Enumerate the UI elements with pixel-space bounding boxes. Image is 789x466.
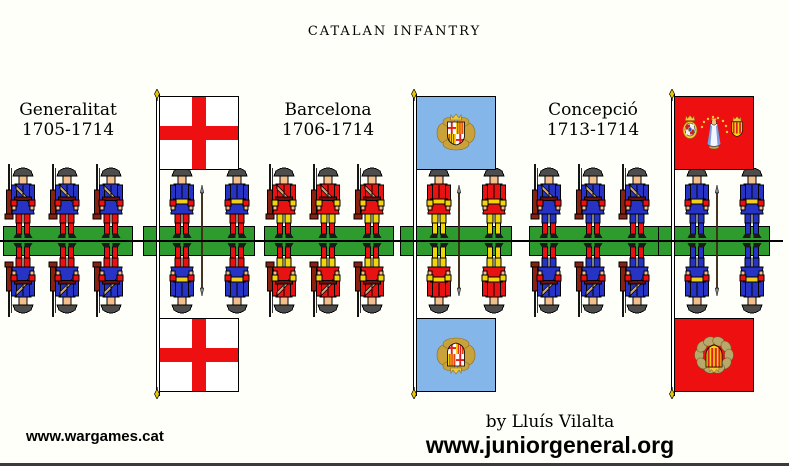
- soldier-row-mirrored: [262, 241, 394, 317]
- bearer-row-mirrored: [405, 239, 517, 317]
- finial-top-icon: [667, 86, 677, 101]
- bearer-row-mirrored: [148, 239, 260, 317]
- flag-unit-barcelona: [393, 86, 525, 402]
- fold-line: [0, 240, 143, 242]
- rank-unit-generalitat: [0, 164, 143, 318]
- rank-soldier: [352, 164, 392, 240]
- juniorgeneral-url: www.juniorgeneral.org: [425, 432, 675, 458]
- rank-soldier: [3, 241, 43, 317]
- finial-bottom-icon: [152, 387, 162, 402]
- rank-soldier: [573, 164, 613, 240]
- flag-bearer: [474, 164, 514, 240]
- bottom-edge-bar: [0, 463, 789, 466]
- flag-unit-generalitat: [136, 86, 268, 402]
- group-label-concepcio: Concepció 1713-1714: [517, 100, 669, 140]
- finial-bottom-icon: [409, 387, 419, 402]
- half-pike-icon: [198, 239, 206, 297]
- flag-bearer: [677, 241, 717, 317]
- finial-bottom-icon: [667, 387, 677, 402]
- bearer-row-front: [663, 164, 775, 242]
- bearer-row-front: [148, 164, 260, 242]
- flag-bearer: [217, 164, 257, 240]
- flag-back: [159, 318, 239, 392]
- group-name: Barcelona: [284, 100, 372, 120]
- group-name: Concepció: [548, 100, 638, 120]
- bearer-row-mirrored: [663, 239, 775, 317]
- rank-soldier: [352, 241, 392, 317]
- flag-bearer: [732, 241, 772, 317]
- flag-unit-concepcio: [651, 86, 783, 402]
- soldier-row-mirrored: [1, 241, 133, 317]
- group-label-barcelona: Barcelona 1706-1714: [252, 100, 404, 140]
- flag-back: [674, 318, 754, 392]
- flag-bearer: [217, 241, 257, 317]
- rank-soldier: [264, 164, 304, 240]
- bearer-row-front: [405, 164, 517, 242]
- flag-bearer: [162, 164, 202, 240]
- fold-line: [651, 240, 783, 242]
- rank-soldier: [264, 241, 304, 317]
- finial-top-icon: [409, 86, 419, 101]
- group-label-generalitat: Generalitat 1705-1714: [8, 100, 128, 140]
- flag-bearer: [162, 241, 202, 317]
- rank-soldier: [91, 164, 131, 240]
- flag-bearer: [732, 164, 772, 240]
- fold-line: [252, 240, 404, 242]
- flag-bearer: [419, 164, 459, 240]
- rank-unit-concepcio: [517, 164, 669, 318]
- flag-bearer: [474, 241, 514, 317]
- flag-front: [674, 96, 754, 170]
- rank-unit-barcelona: [252, 164, 404, 318]
- group-years: 1713-1714: [546, 120, 640, 140]
- soldier-row-mirrored: [527, 241, 659, 317]
- rank-soldier: [91, 241, 131, 317]
- flag-back: [416, 318, 496, 392]
- sheet-title: CATALAN INFANTRY: [307, 24, 482, 39]
- rank-soldier: [47, 164, 87, 240]
- group-years: 1705-1714: [21, 120, 115, 140]
- author-credit: by Lluís Vilalta: [485, 412, 615, 432]
- rank-soldier: [617, 164, 657, 240]
- rank-soldier: [47, 241, 87, 317]
- flag-bearer: [419, 241, 459, 317]
- rank-soldier: [617, 241, 657, 317]
- fold-line: [136, 240, 268, 242]
- finial-top-icon: [152, 86, 162, 101]
- soldier-row-front: [262, 164, 394, 240]
- fold-line: [517, 240, 669, 242]
- flag-front: [416, 96, 496, 170]
- group-years: 1706-1714: [281, 120, 375, 140]
- rank-soldier: [529, 241, 569, 317]
- fold-line: [393, 240, 525, 242]
- rank-soldier: [573, 241, 613, 317]
- rank-soldier: [308, 164, 348, 240]
- rank-soldier: [529, 164, 569, 240]
- flag-front: [159, 96, 239, 170]
- soldier-row-front: [527, 164, 659, 240]
- group-name: Generalitat: [19, 100, 117, 120]
- soldier-row-front: [1, 164, 133, 240]
- wargames-url: www.wargames.cat: [26, 428, 164, 445]
- flag-bearer: [677, 164, 717, 240]
- rank-soldier: [3, 164, 43, 240]
- rank-soldier: [308, 241, 348, 317]
